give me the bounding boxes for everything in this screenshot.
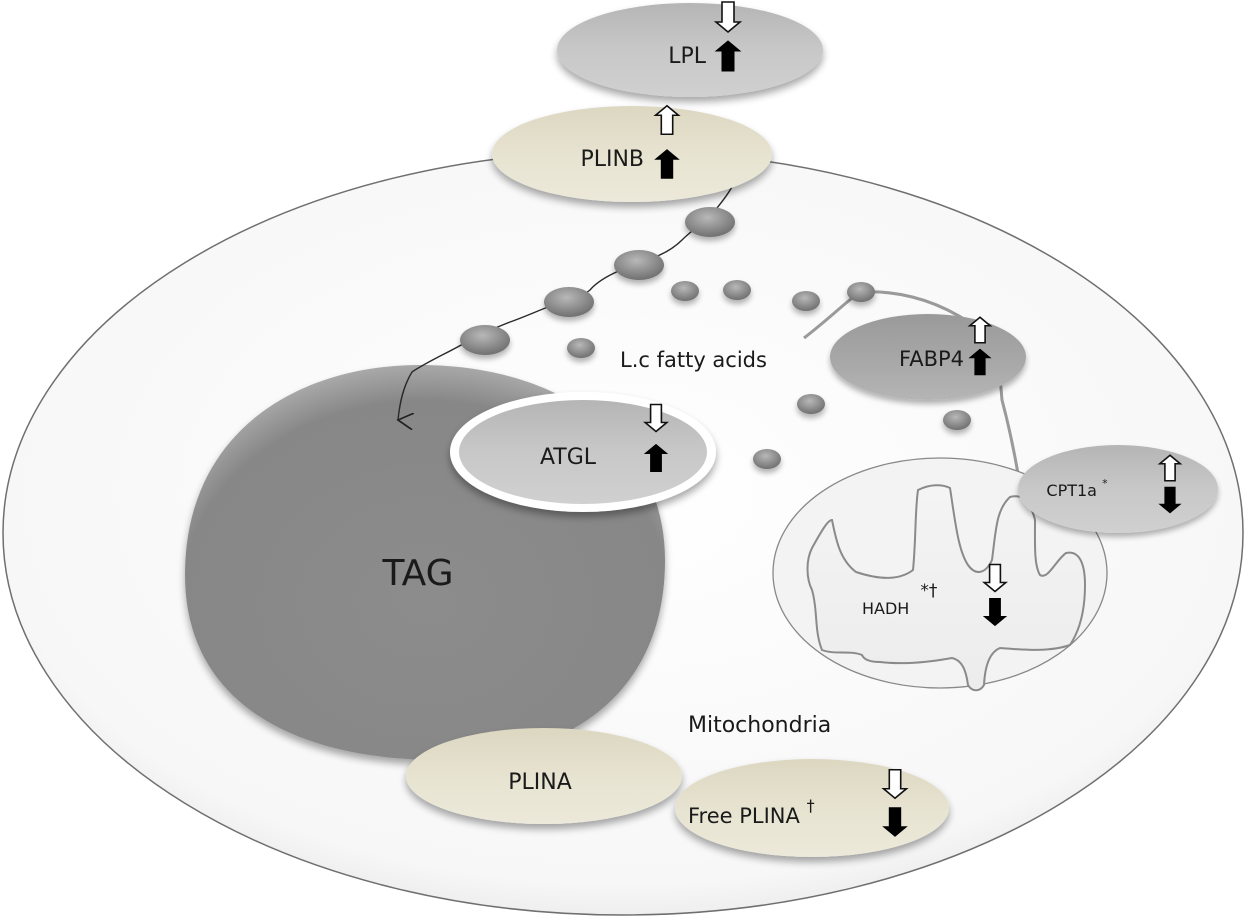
hadh-open-arrow-down-icon — [981, 563, 1009, 593]
fabp4-open-arrow-up-icon — [967, 316, 993, 344]
fatty-acid-droplets — [460, 207, 971, 469]
atgl-label: ATGL — [540, 445, 597, 470]
fatty-acid-droplet — [792, 291, 820, 311]
hadh-superscript: *† — [920, 581, 938, 601]
fatty-acid-droplet — [544, 287, 594, 317]
fatty-acid-droplet — [614, 250, 664, 280]
fatty-acid-droplet — [797, 394, 825, 414]
fatty-acid-droplet — [847, 282, 875, 302]
cpt1a-superscript: * — [1102, 477, 1108, 490]
plina-node[interactable] — [406, 728, 682, 824]
regulation-arrows — [642, 1, 1183, 837]
atgl-ellipse — [459, 400, 707, 504]
plinb-open-arrow-up-icon — [653, 104, 681, 136]
free-plina-open-arrow-down-icon — [881, 768, 909, 800]
fatty-acid-droplet — [753, 449, 781, 469]
free-plina-label: Free PLINA † — [688, 796, 815, 828]
atgl-filled-arrow-up-icon — [643, 443, 669, 472]
fatty-acid-droplet — [567, 338, 595, 358]
plinb-ellipse — [492, 106, 772, 202]
plinb-filled-arrow-up-icon — [654, 149, 680, 179]
fatty-acid-droplet — [671, 281, 699, 301]
plinb-node[interactable] — [492, 106, 772, 202]
mitochondrion — [772, 457, 1108, 692]
hadh-filled-arrow-down-icon — [982, 598, 1008, 627]
cpt1a-open-arrow-up-icon — [1157, 454, 1183, 482]
fatty-acid-droplet — [460, 325, 510, 355]
fatty-acid-droplet — [723, 280, 751, 300]
lpl-ellipse — [557, 3, 823, 97]
cpt1a-label: CPT1a * — [1046, 477, 1108, 500]
fatty-acid-droplet — [685, 207, 735, 237]
plina-ellipse — [406, 728, 682, 824]
free-plina-ellipse — [675, 759, 949, 857]
free-plina-filled-arrow-down-icon — [882, 807, 908, 837]
fabp4-filled-arrow-up-icon — [968, 348, 992, 376]
hadh-name: HADH — [862, 599, 909, 618]
free-plina-name: Free PLINA — [688, 804, 801, 828]
lpl-label: LPL — [668, 44, 707, 69]
plinb-label: PLINB — [580, 147, 644, 172]
mitochondria-label: Mitochondria — [688, 713, 831, 738]
mitochondrion-cristae — [806, 484, 1087, 692]
lpl-filled-arrow-up-icon — [714, 40, 742, 72]
cpt1a-name: CPT1a — [1046, 481, 1097, 500]
plina-label: PLINA — [508, 770, 572, 795]
free-plina-superscript: † — [807, 796, 815, 815]
fabp4-label: FABP4 — [899, 347, 964, 371]
lpl-node[interactable] — [557, 3, 823, 97]
atgl-open-arrow-down-icon — [642, 403, 670, 433]
tag-label: TAG — [381, 553, 453, 594]
lpl-open-arrow-down-icon — [713, 1, 743, 34]
free-plina-node[interactable] — [675, 759, 949, 857]
hadh-label: HADH *† — [862, 581, 938, 618]
cpt1a-filled-arrow-down-icon — [1158, 486, 1182, 514]
fatty-acid-droplet — [943, 410, 971, 430]
fatty-acids-label: L.c fatty acids — [620, 348, 767, 372]
